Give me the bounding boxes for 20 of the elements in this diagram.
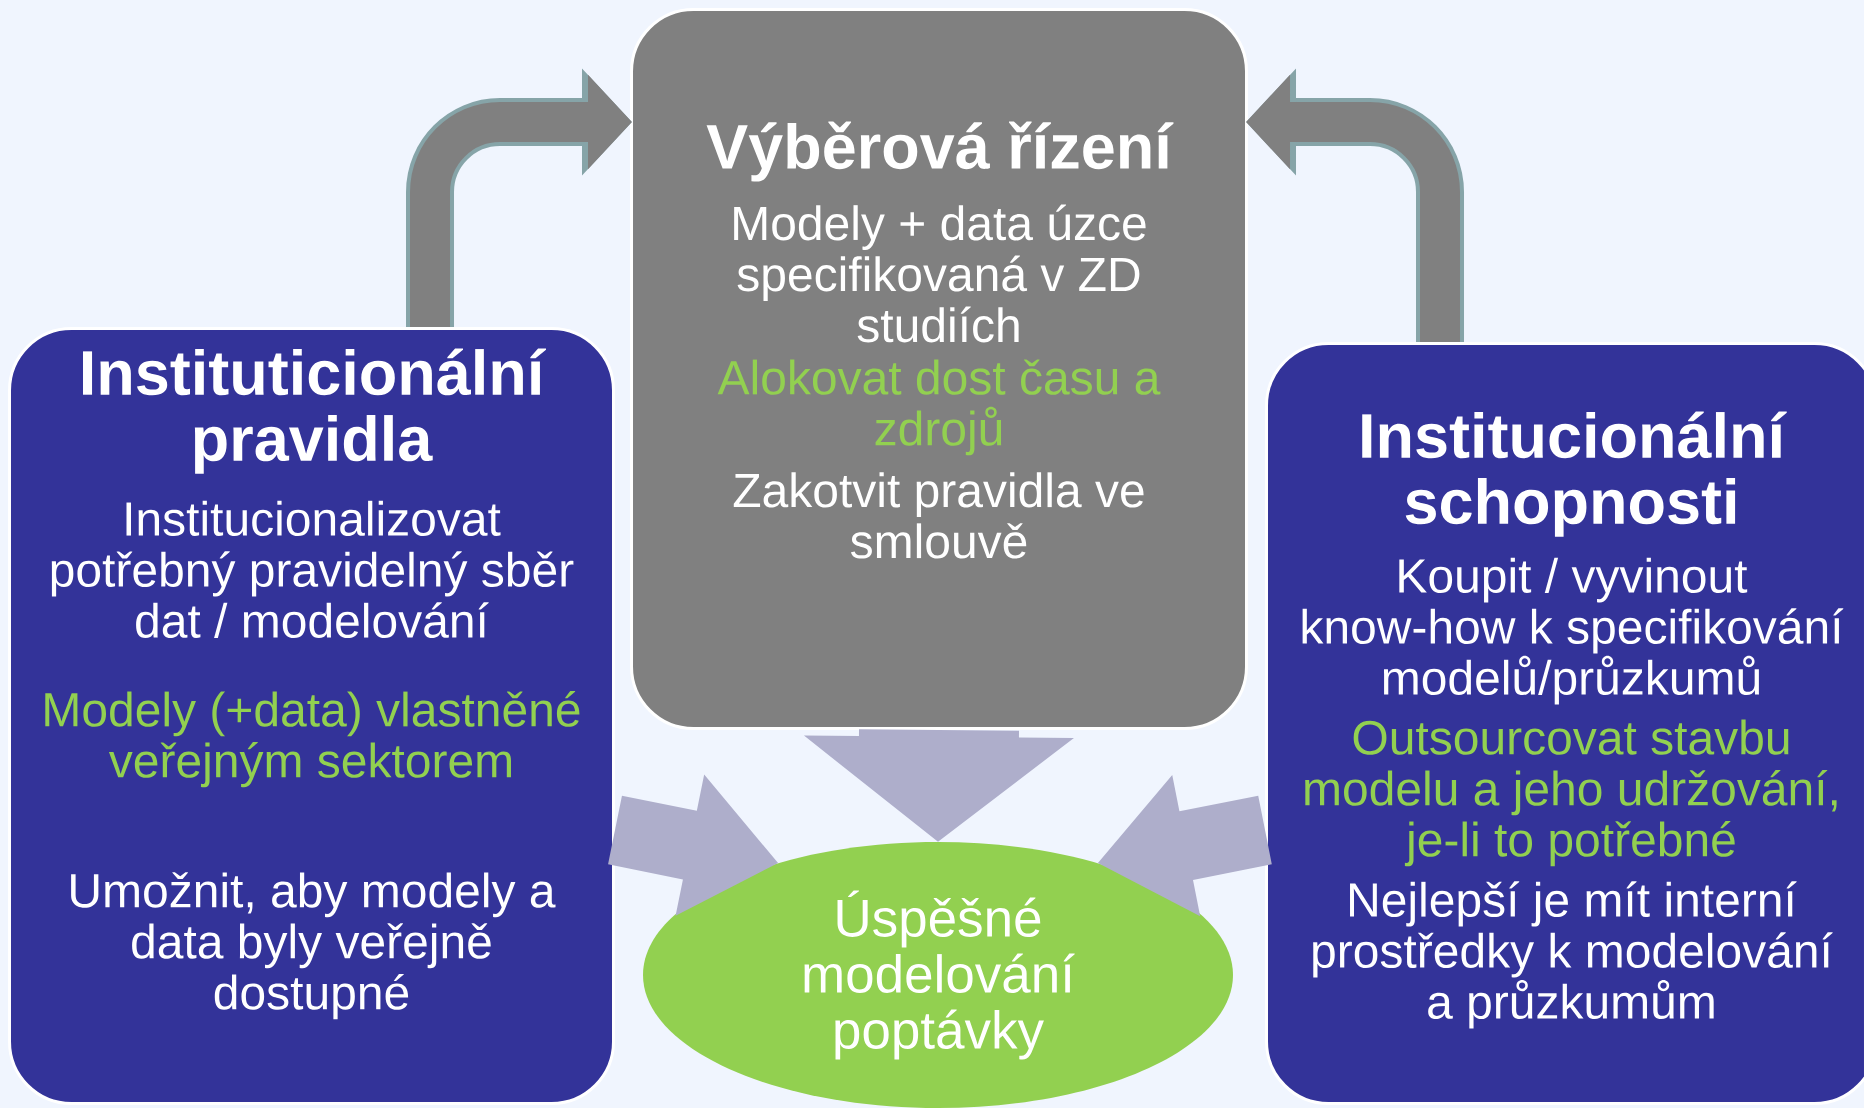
rounded-box: [630, 8, 1248, 730]
box-text: Outsourcovat stavbu modelu a jeho udržování, je-li to potřebné: [1305, 719, 1837, 867]
box-text: Zakotvit pravidla ve smlouvě: [733, 472, 1144, 559]
box-text: Institucionalizovat potřebný pravidelný sběr dat / modelování: [51, 500, 574, 639]
box-title: Institucionální schopnosti: [1362, 411, 1787, 537]
ellipse: [643, 842, 1233, 1108]
rounded-box: [8, 327, 615, 1105]
box-text: Alokovat dost času a zdrojů: [717, 359, 1161, 456]
ellipse-text: Úspěšné modelování poptávky: [804, 890, 1075, 1060]
box-title: Instituticionální pravidla: [83, 348, 546, 474]
box-text: Umožnit, aby modely a data byly veřejně dostupné: [71, 872, 556, 1020]
box-text: Koupit / vyvinout know-how k specifikování modelů/průzkumů: [1302, 557, 1844, 705]
box-text: Modely (+data) vlastněné veřejným sektorem: [45, 691, 580, 788]
rounded-box: [1265, 342, 1864, 1105]
box-text: Nejlepší je mít interní prostředky k modelování a průzkumům: [1313, 881, 1833, 1029]
block-arrow: [803, 729, 1074, 842]
block-arrow: [1097, 774, 1272, 917]
box-text: Modely + data úzce specifikovaná v ZD studiích: [734, 204, 1146, 343]
block-arrow: [608, 774, 779, 916]
box-title: Výběrová řízení: [706, 121, 1174, 182]
